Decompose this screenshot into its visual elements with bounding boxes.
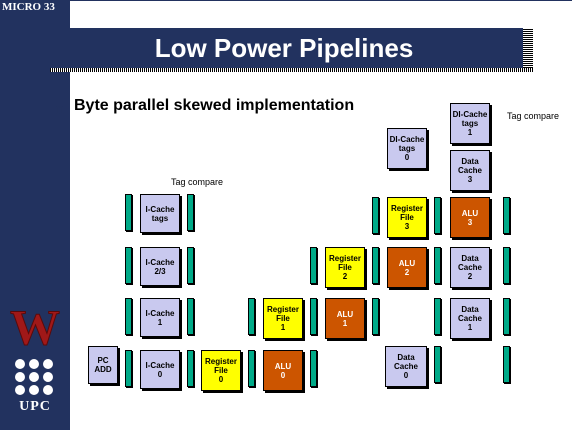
data-cache-2-label: Data Cache 2 [457,254,482,281]
data-cache-1-label: Data Cache 1 [457,305,482,332]
pipeline-register [310,350,317,387]
dicache-tags-0-block: DI-Cache tags 0 [387,128,427,169]
alu-2-label: ALU 2 [398,258,416,277]
register-file-0-label: Register File 0 [204,357,237,384]
pipeline-register [372,298,379,335]
pipeline-register [503,298,510,335]
icache-2-3-label: I-Cache 2/3 [145,257,175,276]
pipeline-register [434,346,441,383]
conference-badge: MICRO 33 [2,1,55,13]
register-file-1-block: Register File 1 [263,298,303,339]
pipeline-register [125,298,132,335]
pipeline-register [310,298,317,335]
upc-dots-icon [15,359,53,395]
pipeline-register [187,298,194,335]
pipeline-register [248,350,255,387]
alu-1-block: ALU 1 [325,298,365,339]
upc-text: UPC [19,399,51,414]
pipeline-register [434,247,441,284]
w-logo-letter: W [10,302,60,348]
bullet-text: Byte parallel skewed implementation [74,97,355,114]
title-bar [45,28,523,68]
pipeline-register [503,247,510,284]
register-file-3-block: Register File 3 [387,197,427,238]
pc-add-block: PC ADD [88,346,118,384]
pipeline-register [434,197,441,234]
pipeline-register [372,197,379,234]
register-file-2-label: Register File 2 [328,254,361,281]
w-logo-icon: W [10,302,61,348]
icache-0-block: I-Cache 0 [140,350,180,389]
data-cache-0-label: Data Cache 0 [393,353,418,380]
tag-compare-right-label: Tag compare [507,111,560,121]
data-cache-2-block: Data Cache 2 [450,247,490,288]
pc-add-label: PC ADD [94,356,112,374]
dicache-tags-1-block: DI-Cache tags 1 [450,103,490,144]
register-file-2-block: Register File 2 [325,247,365,288]
pipeline-register [187,247,194,284]
pipeline-register [503,346,510,383]
icache-tags-block: I-Cache tags [140,194,180,233]
alu-3-block: ALU 3 [450,197,490,238]
alu-0-label: ALU 0 [274,361,292,380]
data-cache-3-block: Data Cache 3 [450,150,490,191]
icache-1-block: I-Cache 1 [140,298,180,337]
icache-1-label: I-Cache 1 [145,308,175,327]
register-file-0-block: Register File 0 [201,350,241,391]
icache-0-label: I-Cache 0 [145,360,175,379]
pipeline-register [310,247,317,284]
pipeline-register [125,350,132,387]
pipeline-register [248,298,255,335]
data-cache-1-block: Data Cache 1 [450,298,490,339]
alu-0-block: ALU 0 [263,350,303,391]
pipeline-register [187,194,194,231]
dicache-tags-0-label: DI-Cache tags 0 [389,135,425,162]
dicache-tags-1-label: DI-Cache tags 1 [452,110,488,137]
pipeline-register [434,298,441,335]
alu-1-label: ALU 1 [336,309,354,328]
bullet-marker: n [56,99,65,118]
alu-2-block: ALU 2 [387,247,427,288]
alu-3-label: ALU 3 [461,208,479,227]
pipeline-register [125,194,132,231]
title-shadow-bottom [50,68,533,72]
data-cache-0-block: Data Cache 0 [385,346,427,387]
title-shadow-right [523,28,533,72]
tag-compare-left-label: Tag compare [171,177,224,187]
pipeline-register [187,350,194,387]
register-file-3-label: Register File 3 [390,204,423,231]
icache-2-3-block: I-Cache 2/3 [140,247,180,286]
pipeline-register [503,197,510,234]
data-cache-3-label: Data Cache 3 [457,157,482,184]
icache-tags-label: I-Cache tags [145,204,175,223]
pipeline-register [372,247,379,284]
top-rule [70,0,572,1]
slide-title: Low Power Pipelines [154,33,414,63]
register-file-1-label: Register File 1 [266,305,299,332]
pipeline-register [125,247,132,284]
